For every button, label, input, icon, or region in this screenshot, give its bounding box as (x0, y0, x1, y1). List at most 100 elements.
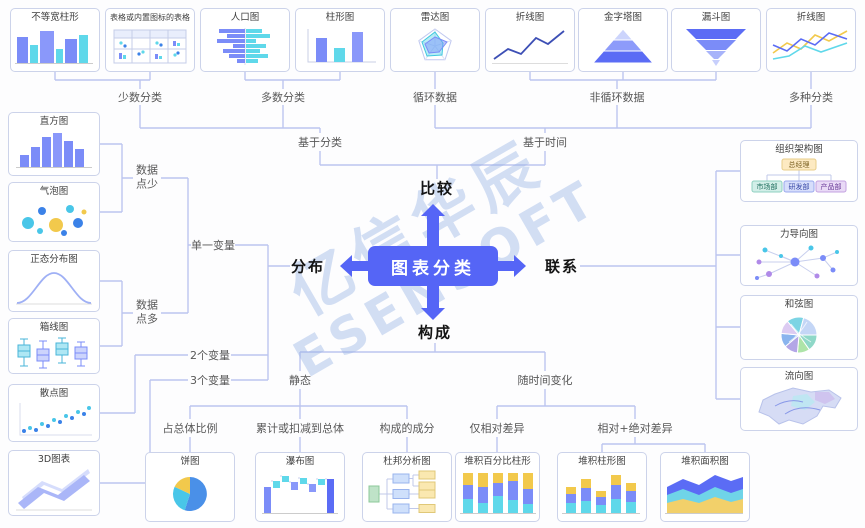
card-title: 和弦图 (784, 299, 814, 310)
branch-relation: 联系 (544, 257, 580, 276)
chart-card-population: 人口图 (200, 8, 290, 72)
card-title: 正态分布图 (30, 254, 78, 265)
pie-chart-icon (172, 477, 207, 511)
label-relative-absolute-difference: 相对+绝对差异 (597, 422, 673, 435)
chart-card-radar: 雷达图 (390, 8, 480, 72)
chart-card-3d: 3D图表 (8, 450, 100, 516)
chart-card-stacked-column: 堆积柱形图 (557, 452, 647, 522)
org-child-label: 产品部 (821, 182, 842, 191)
card-title: 散点图 (39, 388, 69, 399)
label-static: 静态 (289, 374, 311, 387)
label-single-variable: 单一变量 (191, 239, 235, 252)
multi-line-chart-icon (772, 30, 848, 60)
org-child-label: 市场部 (757, 182, 778, 191)
stacked-area-icon (665, 475, 743, 514)
card-title: 流向图 (784, 371, 814, 382)
column-chart-icon (307, 29, 376, 63)
label-relative-difference: 仅相对差异 (469, 422, 525, 435)
label-two-variables: 2个变量 (190, 349, 230, 362)
chart-card-org-chart: 组织架构图 总经理 市场部 研发部 产品部 (740, 140, 858, 202)
chart-card-chord: 和弦图 (740, 295, 858, 360)
card-title: 3D图表 (37, 454, 71, 465)
label-components: 构成的成分 (379, 422, 435, 435)
stacked-column-icon (562, 475, 640, 514)
center-node-label: 图表分类 (391, 258, 475, 279)
card-title: 杜邦分析图 (383, 456, 431, 467)
card-title: 力导向图 (779, 229, 818, 240)
normal-distribution-icon (16, 272, 92, 305)
chart-card-stacked-percent-column: 堆积百分比柱形 (455, 452, 540, 522)
chart-card-histogram: 直方图 (8, 112, 100, 176)
label-by-category: 基于分类 (298, 136, 342, 149)
label-accumulate-subtract: 累计或扣减到总体 (256, 422, 344, 435)
chart-card-stacked-area: 堆积面积图 (660, 452, 750, 522)
chart-card-boxplot: 箱线图 (8, 318, 100, 374)
dupont-analysis-icon (368, 470, 436, 514)
card-title: 堆积面积图 (681, 456, 729, 467)
funnel-chart-icon (686, 29, 746, 66)
arrow-right (498, 255, 526, 277)
label-share-of-total: 占总体比例 (162, 422, 218, 435)
branch-composition: 构成 (417, 323, 453, 342)
card-title: 组织架构图 (775, 144, 823, 155)
card-title: 气泡图 (39, 186, 69, 197)
group-label-multi-categories: 多种分类 (789, 91, 833, 104)
scatter-chart-icon (19, 403, 92, 436)
chart-card-bubble: 气泡图 (8, 182, 100, 242)
chart-card-pyramid: 金字塔图 (578, 8, 668, 72)
3d-chart-icon (16, 469, 92, 511)
card-title: 漏斗图 (701, 12, 731, 23)
card-title: 饼图 (180, 456, 200, 467)
chart-card-variable-width-column: 不等宽柱形 (10, 8, 100, 72)
label-few-data-points: 数据点少 (136, 163, 158, 191)
card-title: 表格或内置图标的表格 (110, 13, 190, 22)
population-chart-icon (217, 28, 270, 65)
card-title: 箱线图 (39, 322, 69, 333)
card-title: 直方图 (39, 116, 69, 127)
chart-card-flow-map: 流向图 (740, 367, 858, 431)
chart-card-scatter: 散点图 (8, 384, 100, 442)
arrow-left (340, 255, 368, 277)
chart-card-funnel: 漏斗图 (671, 8, 761, 72)
group-label-noncyclic-data: 非循环数据 (589, 91, 645, 104)
card-title: 堆积柱形图 (578, 456, 626, 467)
chord-diagram-icon (780, 316, 818, 354)
label-over-time: 随时间变化 (517, 374, 573, 387)
chart-card-column: 柱形图 (295, 8, 385, 72)
card-title: 金字塔图 (603, 12, 642, 23)
radar-chart-icon (418, 28, 452, 61)
card-title: 柱形图 (325, 12, 355, 23)
boxplot-icon (17, 337, 88, 369)
chart-card-dupont: 杜邦分析图 (362, 452, 452, 522)
chart-card-table: 表格或内置图标的表格 (105, 8, 195, 72)
line-chart-icon (492, 30, 568, 64)
group-label-few-categories: 少数分类 (118, 91, 162, 104)
org-chart-icon: 总经理 市场部 研发部 产品部 (751, 158, 847, 193)
branch-compare: 比较 (419, 179, 455, 198)
watermark-cn: 亿信华辰 (277, 126, 557, 330)
group-label-many-categories: 多数分类 (261, 91, 305, 104)
card-title: 折线图 (515, 12, 545, 23)
center-node: 图表分类 (368, 246, 498, 286)
card-title: 堆积百分比柱形 (464, 456, 531, 467)
card-title: 折线图 (796, 12, 826, 23)
card-title: 不等宽柱形 (31, 12, 79, 23)
card-title: 瀑布图 (285, 456, 315, 467)
bubble-chart-icon (22, 205, 87, 236)
waterfall-chart-icon (262, 475, 338, 514)
variable-width-column-icon (15, 31, 93, 64)
chart-card-multi-line: 折线图 (766, 8, 856, 72)
card-title: 人口图 (230, 12, 260, 23)
force-directed-graph-icon (755, 245, 839, 280)
arrow-down (421, 286, 445, 320)
histogram-icon (16, 133, 92, 168)
branch-distribution: 分布 (290, 257, 326, 276)
chart-card-pie: 饼图 (145, 452, 235, 522)
chart-card-line: 折线图 (485, 8, 575, 72)
chart-card-waterfall: 瀑布图 (255, 452, 345, 522)
chart-card-force-directed: 力导向图 (740, 225, 858, 286)
org-child-label: 研发部 (789, 182, 810, 191)
flow-map-icon (758, 387, 842, 425)
label-by-time: 基于时间 (523, 136, 567, 149)
